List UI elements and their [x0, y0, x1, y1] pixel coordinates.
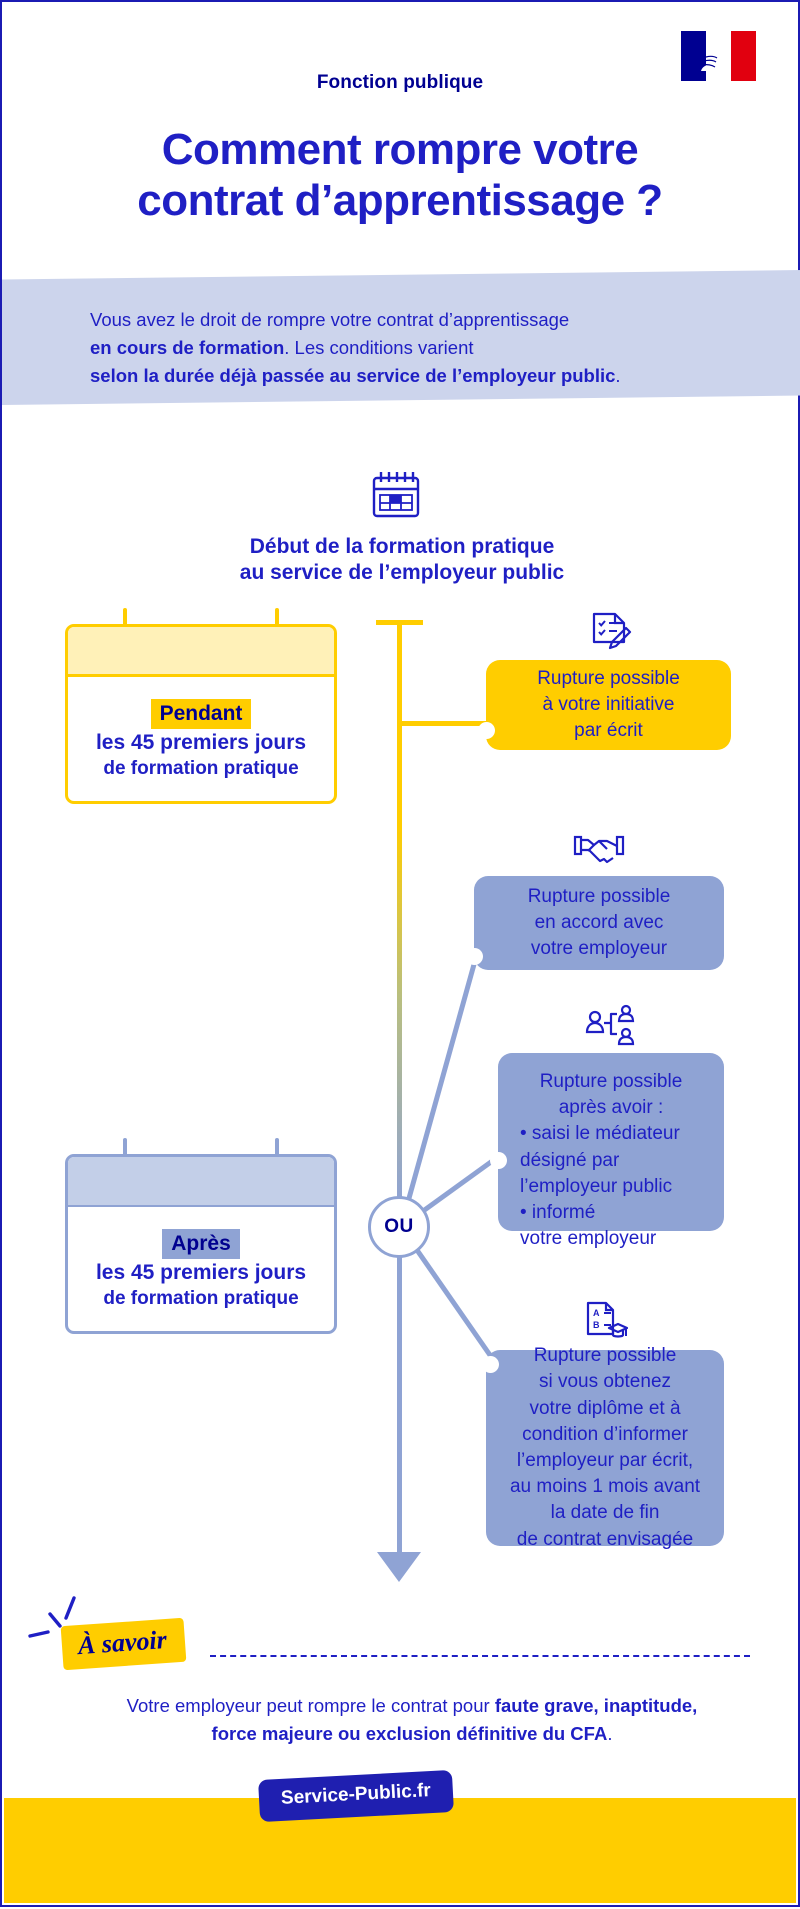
calendar-header-band [68, 1157, 334, 1207]
intro-line-2: en cours de formation. Les conditions va… [90, 334, 730, 362]
down-arrow-icon [377, 1552, 421, 1582]
outcome-line: l’employeur par écrit, [516, 1450, 694, 1471]
outcome-bullet: désigné par [520, 1149, 620, 1171]
note-dashed-divider [210, 1655, 750, 1657]
note-text-bold: faute grave, inaptitude, force majeure o… [211, 1695, 698, 1744]
outcome-box-initiative: Rupture possible à votre initiative par … [486, 660, 731, 750]
note-text-plain: Votre employeur peut rompre le contrat p… [126, 1695, 495, 1716]
footer-band [4, 1798, 796, 1903]
outcome-line: condition d’informer [522, 1423, 688, 1445]
document-checklist-pen-icon [592, 612, 631, 650]
sparkle-lines-icon [28, 1596, 76, 1638]
period-highlight-apres: Après [162, 1229, 240, 1260]
diploma-graduation-icon: A B [586, 1301, 628, 1338]
period-card-body: Après les 45 premiers jours de formation… [65, 1154, 337, 1334]
intro-line-2-bold: en cours de formation [90, 337, 285, 359]
period-card-content: Pendant les 45 premiers jours de formati… [68, 699, 334, 781]
french-republic-flag-marianne-icon [681, 31, 756, 81]
intro-line-1: Vous avez le droit de rompre votre contr… [90, 309, 570, 330]
period-card-body: Pendant les 45 premiers jours de formati… [65, 624, 337, 804]
outcome-icon-wrap [474, 828, 724, 868]
timeline-start-line2: au service de l’employeur public [239, 561, 565, 585]
calendar-header-band [68, 627, 334, 677]
period-line2-apres: de formation pratique [103, 1287, 299, 1309]
mediator-people-icon [585, 1004, 635, 1046]
intro-text: Vous avez le droit de rompre votre contr… [90, 306, 730, 390]
connector-dot [490, 1152, 507, 1169]
period-highlight-pendant: Pendant [150, 699, 252, 730]
period-card-pendant: Pendant les 45 premiers jours de formati… [65, 608, 337, 804]
outcome-line: en accord avec [534, 911, 664, 933]
outcome-line: par écrit [574, 720, 643, 742]
outcome-line: Rupture possible [527, 885, 671, 907]
outcome-icon-wrap [498, 1003, 724, 1047]
outcome-line: après avoir : [558, 1097, 664, 1119]
outcome-bullet: votre employeur [520, 1228, 657, 1250]
outcome-line: Rupture possible [533, 1345, 677, 1367]
connector-dot [478, 722, 495, 739]
outcome-text-accord: Rupture possible en accord avec votre em… [528, 884, 671, 963]
outcome-line: votre employeur [530, 938, 668, 960]
outcome-line: au moins 1 mois avant [509, 1476, 701, 1498]
page-title-line2: contrat d’apprentissage ? [137, 176, 663, 226]
period-card-apres: Après les 45 premiers jours de formation… [65, 1138, 337, 1334]
connector-dot [482, 1356, 499, 1373]
period-card-content: Après les 45 premiers jours de formation… [68, 1229, 334, 1311]
period-line2-pendant: de formation pratique [103, 757, 299, 779]
intro-banner-background [2, 270, 800, 405]
outcome-box-diplome: Rupture possible si vous obtenez votre d… [486, 1345, 724, 1550]
outcome-text-mediateur: Rupture possible après avoir : • saisi l… [514, 1069, 708, 1253]
timeline-start-label: Début de la formation pratique au servic… [152, 534, 652, 587]
outcome-text-initiative: Rupture possible à votre initiative par … [537, 666, 680, 745]
flag-red-stripe [731, 31, 756, 81]
timeline-spine [397, 620, 402, 1560]
note-text: Votre employeur peut rompre le contrat p… [102, 1692, 722, 1748]
outcome-text-diplome: Rupture possible si vous obtenez votre d… [510, 1343, 700, 1553]
intro-line-3: selon la durée déjà passée au service de… [90, 362, 730, 390]
intro-line-3-bold: selon la durée déjà passée au service de… [90, 365, 616, 387]
outcome-bullet: l’employeur public [520, 1175, 673, 1197]
connector-dot [466, 948, 483, 965]
page-title: Comment rompre votre contrat d’apprentis… [2, 124, 798, 226]
intro-banner: Vous avez le droit de rompre votre contr… [2, 270, 800, 405]
junction-ou-node: OU [368, 1196, 430, 1258]
connector-to-outcome-initiative [399, 721, 489, 726]
outcome-initiative: Rupture possible à votre initiative par … [478, 610, 731, 750]
period-line1-pendant: les 45 premiers jours [95, 731, 307, 755]
flag-white-stripe [700, 31, 732, 81]
note-text-end: . [607, 1722, 613, 1744]
outcome-line: Rupture possible [537, 667, 680, 689]
outcome-diplome: A B Rupture possible si vous obtenez vot… [482, 1300, 724, 1550]
intro-line-2-rest: . Les conditions varient [284, 337, 474, 359]
calendar-icon [372, 472, 420, 518]
note-chip-a-savoir: À savoir [60, 1617, 187, 1671]
intro-line-3-rest: . [615, 365, 621, 387]
outcome-box-accord: Rupture possible en accord avec votre em… [474, 876, 724, 970]
outcome-line: de contrat envisagée [516, 1528, 694, 1550]
outcome-line: si vous obtenez [538, 1371, 672, 1393]
outcome-bullet: • informé [520, 1202, 596, 1224]
period-line1-apres: les 45 premiers jours [95, 1261, 307, 1285]
page-title-line1: Comment rompre votre [161, 125, 639, 174]
outcome-line: Rupture possible [539, 1071, 683, 1092]
flag-blue-stripe [681, 31, 706, 81]
kicker-label: Fonction publique [316, 72, 484, 93]
outcome-line: à votre initiative [542, 693, 675, 715]
outcome-box-mediateur: Rupture possible après avoir : • saisi l… [498, 1053, 724, 1249]
handshake-icon [573, 835, 625, 864]
outcome-icon-wrap [486, 610, 731, 656]
note-section [2, 1592, 800, 1752]
outcome-accord-employeur: Rupture possible en accord avec votre em… [466, 828, 724, 970]
outcome-mediateur: Rupture possible après avoir : • saisi l… [490, 1003, 724, 1249]
outcome-bullet: • saisi le médiateur [520, 1123, 680, 1145]
outcome-line: la date de fin [550, 1502, 660, 1524]
connector-to-outcome-accord [398, 949, 481, 1228]
svg-text:A: A [593, 1308, 600, 1318]
outcome-line: votre diplôme et à [529, 1397, 681, 1419]
marianne-profile-icon [700, 39, 731, 71]
timeline-start-line1: Début de la formation pratique [249, 535, 555, 558]
svg-text:B: B [593, 1320, 600, 1330]
outcome-icon-wrap: A B [486, 1300, 724, 1346]
